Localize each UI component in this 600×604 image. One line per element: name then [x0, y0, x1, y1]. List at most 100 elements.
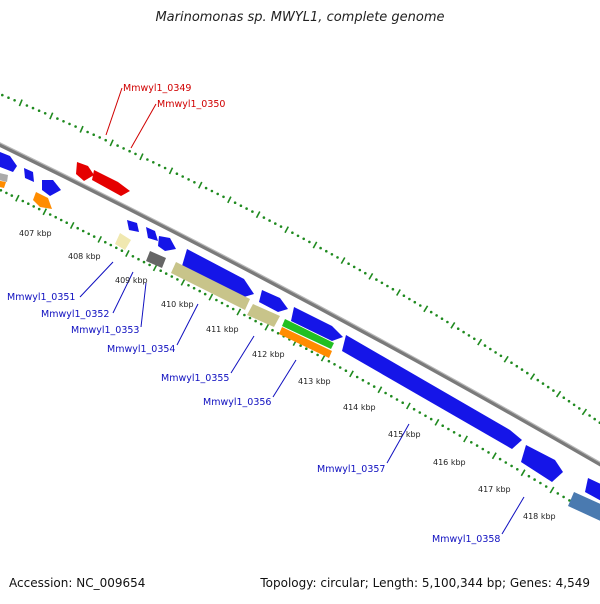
- tick-dot: [521, 368, 524, 371]
- tick-dot: [533, 478, 536, 481]
- genome-backbone-highlight: [0, 138, 600, 468]
- gene-label-mmwyl1-0350[interactable]: Mmwyl1_0350: [157, 99, 225, 110]
- gene-blue[interactable]: [521, 445, 563, 482]
- tick-dot: [430, 311, 433, 314]
- tick-mark: [341, 258, 345, 264]
- gene-label-mmwyl1-0351[interactable]: Mmwyl1_0351: [7, 292, 75, 303]
- tick-dot: [54, 216, 57, 219]
- tick-dot: [122, 147, 125, 150]
- tick-dot: [181, 175, 184, 178]
- tick-dot: [104, 241, 107, 244]
- tick-dot: [528, 475, 531, 478]
- tick-dot: [44, 112, 47, 115]
- tick-dot: [60, 219, 63, 222]
- tick-dot: [542, 382, 545, 385]
- gene-gray-small[interactable]: [0, 172, 8, 182]
- tick-dot: [62, 120, 65, 123]
- tick-dot: [459, 434, 462, 437]
- topology-text: Topology: circular; Length: 5,100,344 bp…: [260, 576, 590, 590]
- tick-mark: [550, 487, 554, 493]
- gene-label-mmwyl1-0349[interactable]: Mmwyl1_0349: [123, 83, 191, 94]
- tick-mark: [209, 294, 212, 300]
- tick-dot: [336, 256, 339, 259]
- tick-dot: [297, 235, 300, 238]
- gene-label-mmwyl1-0356[interactable]: Mmwyl1_0356: [203, 397, 271, 408]
- tick-dot: [373, 385, 376, 388]
- tick-dot: [441, 317, 444, 320]
- gene-label-mmwyl1-0354[interactable]: Mmwyl1_0354: [107, 344, 175, 355]
- kbp-label: 413 kbp: [298, 377, 331, 386]
- tick-dot: [419, 304, 422, 307]
- tick-dot: [116, 144, 119, 147]
- tick-dot: [56, 117, 59, 120]
- tick-dot: [74, 125, 77, 128]
- tick-mark: [424, 306, 428, 312]
- tick-dot: [1, 94, 4, 97]
- tick-dot: [557, 492, 560, 495]
- tick-dot: [419, 411, 422, 414]
- tick-mark: [50, 113, 53, 120]
- gene-blue[interactable]: [24, 168, 34, 182]
- gene-blue[interactable]: [42, 180, 61, 196]
- tick-mark: [181, 279, 184, 285]
- tick-dot: [65, 221, 68, 224]
- kbp-label: 418 kbp: [523, 512, 556, 521]
- tick-dot: [441, 424, 444, 427]
- tick-dot: [453, 431, 456, 434]
- tick-mark: [407, 403, 410, 409]
- tick-dot: [221, 302, 224, 305]
- tick-mark: [397, 290, 401, 296]
- tick-mark: [199, 182, 202, 188]
- tick-dot: [187, 178, 190, 181]
- tick-dot: [254, 320, 257, 323]
- gene-label-mmwyl1-0357[interactable]: Mmwyl1_0357: [317, 464, 385, 475]
- tick-dot: [215, 299, 218, 302]
- gene-label-mmwyl1-0352[interactable]: Mmwyl1_0352: [41, 309, 109, 320]
- tick-dot: [5, 192, 8, 195]
- tick-dot: [143, 261, 146, 264]
- genome-backbone: [0, 140, 600, 470]
- tick-dot: [268, 219, 271, 222]
- tick-dot: [484, 344, 487, 347]
- gene-label-mmwyl1-0358[interactable]: Mmwyl1_0358: [432, 534, 500, 545]
- kbp-labels: 407 kbp 408 kbp 409 kbp 410 kbp 411 kbp …: [19, 229, 556, 521]
- tick-dot: [339, 366, 342, 369]
- upper-label-leaders: [106, 88, 156, 148]
- tick-dot: [22, 200, 25, 203]
- tick-mark: [369, 273, 373, 279]
- tick-dot: [333, 363, 336, 366]
- tick-dot: [121, 249, 124, 252]
- tick-dot: [392, 288, 395, 291]
- tick-dot: [32, 107, 35, 110]
- gene-mmwyl1-0349[interactable]: [76, 162, 94, 181]
- tick-dot: [92, 133, 95, 136]
- gene-label-mmwyl1-0355[interactable]: Mmwyl1_0355: [161, 373, 229, 384]
- kbp-label: 411 kbp: [206, 325, 239, 334]
- gene-blue[interactable]: [146, 227, 158, 241]
- tick-dot: [260, 323, 263, 326]
- kbp-label: 414 kbp: [343, 403, 376, 412]
- tick-dot: [110, 244, 113, 247]
- tick-dot: [537, 379, 540, 382]
- gene-blue[interactable]: [158, 236, 176, 251]
- tick-mark: [350, 371, 353, 377]
- kbp-label: 412 kbp: [252, 350, 285, 359]
- tick-dot: [510, 465, 513, 468]
- tick-dot: [165, 272, 168, 275]
- tick-dot: [32, 205, 35, 208]
- gene-blue[interactable]: [127, 220, 139, 232]
- tick-dot: [386, 285, 389, 288]
- tick-dot: [381, 282, 384, 285]
- tick-dot: [38, 208, 41, 211]
- tick-dot: [364, 272, 367, 275]
- tick-dot: [384, 392, 387, 395]
- tick-dot: [367, 382, 370, 385]
- tick-dot: [473, 338, 476, 341]
- gene-label-mmwyl1-0353[interactable]: Mmwyl1_0353: [71, 325, 139, 336]
- tick-dot: [545, 485, 548, 488]
- tick-mark: [126, 250, 129, 256]
- tick-dot: [539, 482, 542, 485]
- tick-dot: [86, 131, 89, 134]
- tick-dot: [68, 123, 71, 126]
